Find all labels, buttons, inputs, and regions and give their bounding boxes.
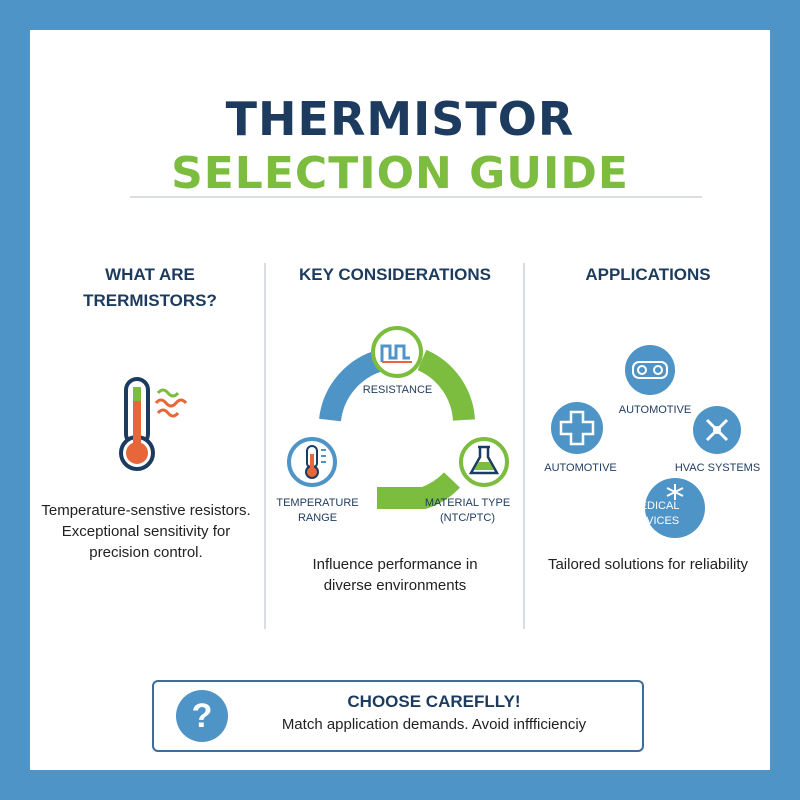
considerations-cycle-diagram xyxy=(272,320,522,525)
temperature-range-icon xyxy=(287,437,337,487)
key-considerations-description: Influence performance in diverse environ… xyxy=(270,554,520,596)
key-text-line-2: diverse environments xyxy=(323,577,467,594)
green-arc-top xyxy=(417,349,475,422)
medical-devices-label: MEDICAL DEVICES xyxy=(620,499,690,529)
temperature-label-line-1: TEMPERATURE xyxy=(276,497,359,509)
key-considerations-heading: KEY CONSIDERATIONS xyxy=(298,265,492,284)
key-text-line-1: Influence performance in xyxy=(312,556,478,573)
title-line-2: SELECTION GUIDE xyxy=(171,148,629,199)
hvac-fan-icon xyxy=(693,406,741,454)
material-type-label: MATERIAL TYPE (NTC/PTC) xyxy=(415,496,520,526)
infographic-card: THERMISTOR SELECTION GUIDE WHAT ARE TRER… xyxy=(30,30,770,770)
applications-heading: APPLICATIONS xyxy=(585,265,711,284)
what-are-heading-line-1: WHAT ARE xyxy=(105,265,195,284)
automotive-dashboard-icon xyxy=(625,345,675,395)
temperature-label-line-2: RANGE xyxy=(297,512,338,524)
title-divider xyxy=(130,196,702,198)
medical-cross-icon xyxy=(551,402,603,454)
resistance-label: RESISTANCE xyxy=(362,384,433,396)
question-icon: ? xyxy=(176,690,228,742)
column-divider-1 xyxy=(264,263,266,629)
what-are-text-line-3: precision control. xyxy=(89,544,203,561)
callout-text: Match application demands. Avoid infffic… xyxy=(281,716,587,733)
automotive-top-label: AUTOMOTIVE xyxy=(618,404,692,416)
applications-description: Tailored solutions for reliability xyxy=(547,556,749,573)
material-label-line-2: (NTC/PTC) xyxy=(440,512,495,524)
material-type-icon xyxy=(459,437,509,487)
temperature-range-label: TEMPERATURE RANGE xyxy=(270,496,365,526)
snowflake-icon xyxy=(645,478,705,538)
what-are-text-line-1: Temperature-senstive resistors. xyxy=(41,502,251,519)
callout-title: CHOOSE CAREFLLY! xyxy=(347,692,521,711)
medical-label-line-2: DEVICES xyxy=(630,515,680,527)
resistance-icon xyxy=(371,326,423,378)
material-label-line-1: MATERIAL TYPE xyxy=(424,497,511,509)
medical-label-line-1: MEDICAL xyxy=(630,500,680,512)
what-are-description: Temperature-senstive resistors. Exceptio… xyxy=(34,500,258,563)
applications-diagram xyxy=(545,340,745,545)
automotive-left-label: AUTOMOTIVE xyxy=(544,462,617,474)
green-arc-bottom xyxy=(377,472,460,509)
hvac-label: HVAC SYSTEMS xyxy=(674,462,761,474)
what-are-text-line-2: Exceptional sensitivity for xyxy=(61,523,231,540)
blue-arc xyxy=(319,349,386,422)
thermometer-icon xyxy=(110,375,200,480)
choose-carefully-callout: ? CHOOSE CAREFLLY! Match application dem… xyxy=(152,680,644,752)
what-are-heading: WHAT ARE TRERMISTORS? xyxy=(40,262,260,314)
title-line-1: THERMISTOR xyxy=(225,92,575,146)
what-are-heading-line-2: TRERMISTORS? xyxy=(83,291,217,310)
column-divider-2 xyxy=(523,263,525,629)
